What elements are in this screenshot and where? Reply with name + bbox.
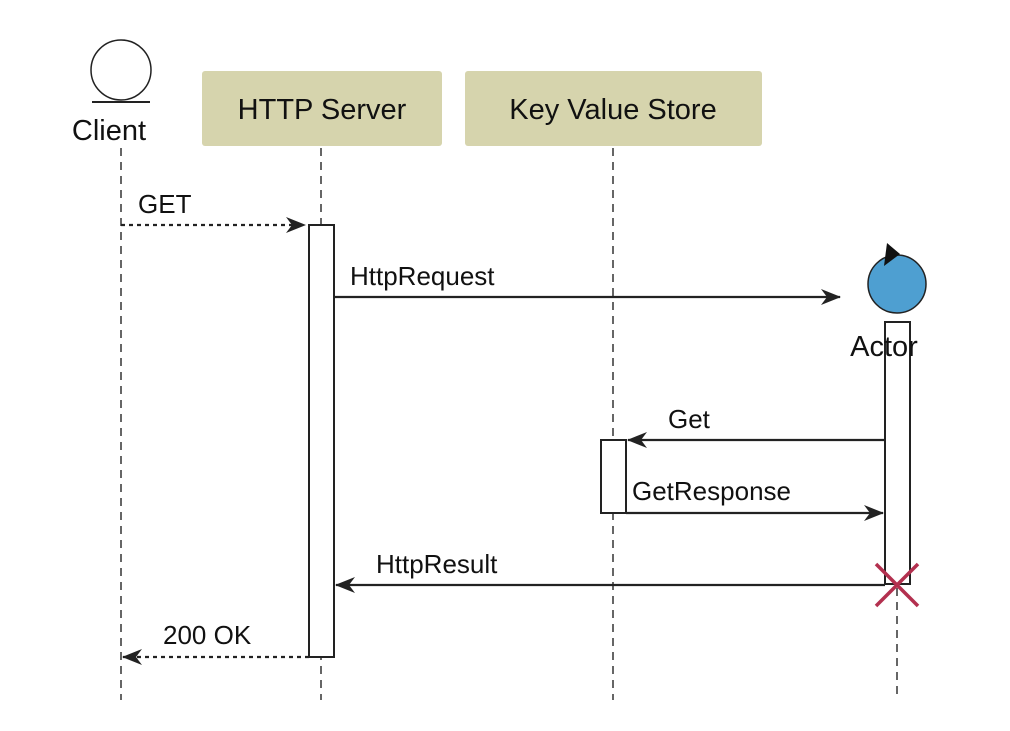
- http-server-box: [202, 71, 442, 146]
- kv-store-activation: [600, 439, 627, 514]
- kv-store-label: Key Value Store: [509, 94, 716, 126]
- http-server-label: HTTP Server: [238, 94, 407, 126]
- kv-store-box: [465, 71, 762, 146]
- http-server-participant: HTTP Server: [202, 71, 442, 146]
- client-participant: Client: [72, 39, 152, 147]
- client-label: Client: [72, 115, 146, 147]
- message-get-response: GetResponse: [626, 476, 884, 521]
- actor-control-arrow-icon: [884, 243, 900, 266]
- actor-label: Actor: [850, 331, 918, 363]
- message-get-request: GET: [121, 189, 306, 233]
- get-response-label: GetResponse: [632, 476, 791, 506]
- actor-activation: [884, 321, 911, 585]
- http-request-label: HttpRequest: [350, 261, 495, 291]
- http-result-label: HttpResult: [376, 549, 498, 579]
- message-ok-response: 200 OK: [122, 620, 309, 665]
- get-request-label: GET: [138, 189, 192, 219]
- actor-control-icon: [867, 254, 927, 314]
- message-get: Get: [627, 404, 885, 448]
- ok-response-label: 200 OK: [163, 620, 252, 650]
- get-label: Get: [668, 404, 711, 434]
- actor-participant: Actor: [850, 243, 927, 363]
- message-http-result: HttpResult: [335, 549, 885, 593]
- message-http-request: HttpRequest: [334, 261, 841, 305]
- destroy-x-icon: [874, 562, 920, 608]
- kv-store-participant: Key Value Store: [465, 71, 762, 146]
- client-circle-icon: [90, 39, 152, 101]
- http-server-activation: [308, 224, 335, 658]
